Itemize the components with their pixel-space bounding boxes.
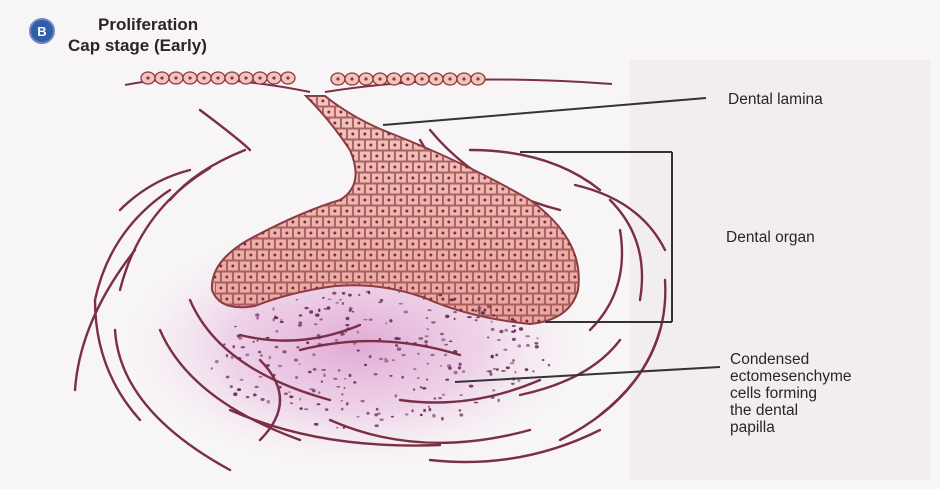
papilla-label-line: ectomesenchyme — [730, 368, 851, 385]
papilla-label-line: cells forming — [730, 385, 817, 402]
label-dental-organ: Dental organ — [726, 229, 815, 246]
papilla-label-line: Condensed — [730, 351, 809, 368]
papilla-label-line: papilla — [730, 419, 775, 436]
figure-title: Proliferation — [98, 15, 198, 34]
label-dental-lamina: Dental lamina — [728, 91, 823, 108]
badge-letter: B — [37, 24, 46, 39]
figure-subtitle: Cap stage (Early) — [68, 36, 207, 55]
papilla-label-line: the dental — [730, 402, 798, 419]
